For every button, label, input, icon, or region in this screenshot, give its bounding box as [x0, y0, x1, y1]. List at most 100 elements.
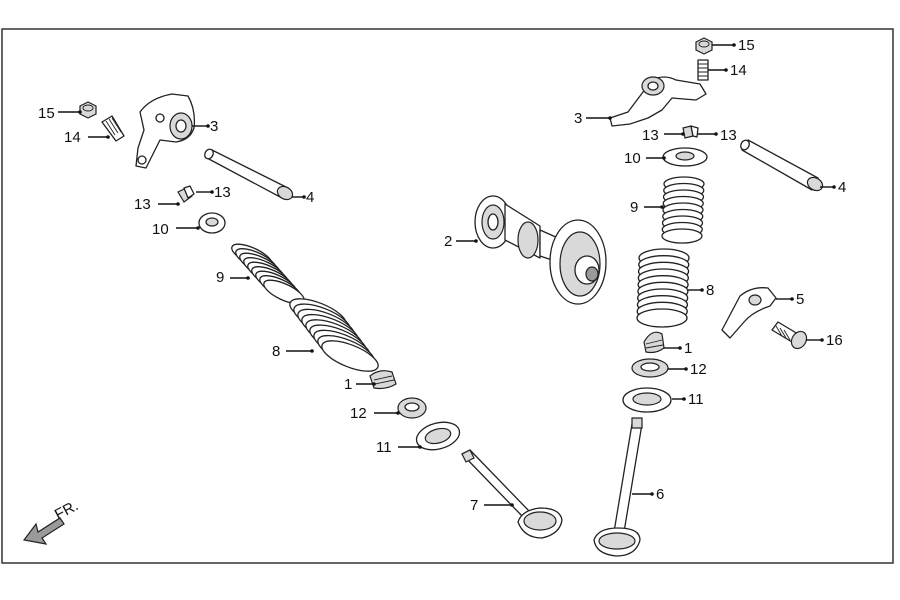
part-number-label: 13 [720, 127, 737, 144]
leader-dot [650, 492, 654, 496]
part-nut-right [695, 37, 713, 55]
leader-dot [724, 68, 728, 72]
part-number-label: 10 [624, 150, 641, 167]
callout-c-15-left: 15 [38, 105, 82, 122]
callout-c-8-left: 8 [272, 343, 314, 360]
part-valve-right [593, 417, 643, 557]
diagram-frame [1, 28, 894, 564]
part-number-label: 6 [656, 486, 664, 503]
part-rocker-shaft-left [204, 148, 294, 201]
callout-c-13-right-b: 13 [698, 127, 737, 144]
part-number-label: 5 [796, 291, 804, 308]
callout-c-1-left: 1 [344, 376, 376, 393]
part-number-label: 13 [214, 184, 231, 201]
part-number-label: 12 [350, 405, 367, 422]
callout-c-3-left: 3 [192, 118, 218, 135]
callout-c-9-right: 9 [630, 199, 664, 216]
callout-c-10-right: 10 [624, 150, 666, 167]
part-adjust-screw-left [101, 115, 125, 142]
leader-dot [684, 367, 688, 371]
callout-c-7: 7 [470, 497, 514, 514]
leader-dot [662, 156, 666, 160]
callout-c-4-right: 4 [820, 179, 846, 196]
leader-dot [682, 397, 686, 401]
part-tensioner-plate [721, 287, 777, 339]
callout-c-2: 2 [444, 233, 478, 250]
part-spring-seat-left [397, 397, 427, 419]
part-number-label: 11 [376, 439, 392, 456]
part-number-label: 11 [688, 391, 704, 408]
part-number-label: 2 [444, 233, 452, 250]
leader-dot [418, 445, 422, 449]
callout-c-4-left: 4 [292, 189, 314, 206]
part-number-label: 3 [574, 110, 582, 127]
part-number-label: 10 [152, 221, 169, 238]
leader-dot [396, 411, 400, 415]
leader-dot [832, 185, 836, 189]
leader-dot [608, 116, 612, 120]
callout-c-5: 5 [776, 291, 804, 308]
part-adjust-screw-right [697, 59, 709, 81]
leader-dot [246, 276, 250, 280]
callout-c-9-left: 9 [216, 269, 250, 286]
part-number-label: 8 [272, 343, 280, 360]
callout-c-1-right: 1 [664, 340, 692, 357]
callout-c-13-left-b: 13 [196, 184, 231, 201]
leader-dot [790, 297, 794, 301]
spring-right-outer-coil [636, 308, 688, 328]
part-camshaft [474, 195, 607, 305]
part-valve-cotter-left [177, 185, 195, 203]
part-spring-seat-right [631, 358, 669, 378]
part-rocker-shaft-right [740, 139, 824, 192]
front-direction-arrow [22, 517, 65, 545]
part-spring-retainer-left [198, 212, 226, 234]
part-valve-seal-right [643, 331, 665, 354]
part-nut-left [79, 101, 97, 119]
leader-dot [310, 349, 314, 353]
leader-dot [176, 202, 180, 206]
leader-dot [372, 382, 376, 386]
part-number-label: 16 [826, 332, 843, 349]
leader-dot [510, 503, 514, 507]
leader-dot [106, 135, 110, 139]
part-inner-spring-left [231, 243, 305, 305]
part-number-label: 15 [38, 105, 55, 122]
part-number-label: 7 [470, 497, 478, 514]
part-number-label: 4 [838, 179, 846, 196]
leader-dot [700, 288, 704, 292]
callout-c-14-right: 14 [708, 62, 747, 79]
leader-dot [78, 110, 82, 114]
part-outer-spring-right [636, 248, 690, 328]
leader-dot [660, 205, 664, 209]
front-direction-label: FR. [52, 497, 81, 523]
part-inner-spring-right [661, 176, 705, 244]
leader-dot [732, 43, 736, 47]
spring-right-inner-coil [661, 228, 703, 244]
part-washer-right [622, 387, 672, 413]
leader-dot [678, 346, 682, 350]
callout-c-13-right-a: 13 [642, 127, 685, 144]
part-outer-spring-left [289, 298, 379, 372]
leader-dot [714, 132, 718, 136]
part-number-label: 9 [630, 199, 638, 216]
leader-dot [196, 226, 200, 230]
part-number-label: 1 [344, 376, 352, 393]
spring-left-outer-coil [321, 340, 379, 372]
part-number-label: 13 [642, 127, 659, 144]
callout-c-10-left: 10 [152, 221, 200, 238]
callout-c-12-right: 12 [668, 361, 707, 378]
part-valve-cotter-right [682, 125, 699, 139]
part-number-label: 14 [64, 129, 81, 146]
callout-c-13-left-a: 13 [134, 196, 180, 213]
part-number-label: 4 [306, 189, 314, 206]
part-spring-retainer-right [662, 147, 708, 167]
part-number-label: 15 [738, 37, 755, 54]
callout-c-12-left: 12 [350, 405, 400, 422]
callout-c-11-right: 11 [672, 391, 704, 408]
part-valve-left [461, 449, 563, 539]
part-number-label: 1 [684, 340, 692, 357]
leader-dot [474, 239, 478, 243]
